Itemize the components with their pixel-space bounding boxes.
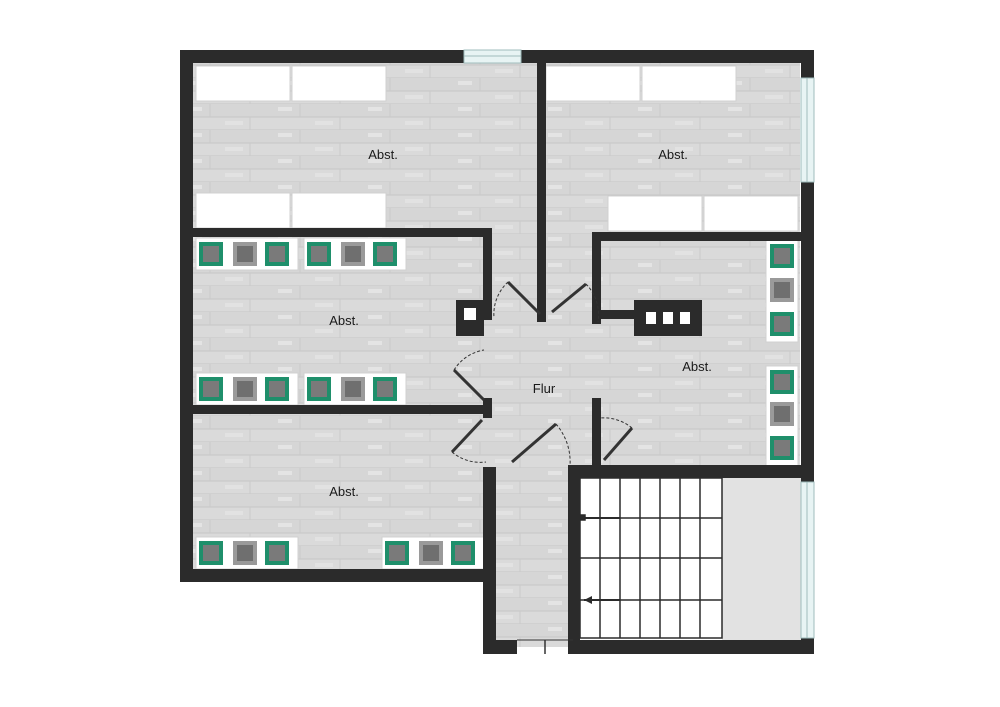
windows: [463, 49, 815, 639]
shelves: [195, 65, 799, 232]
staircase: [579, 477, 723, 639]
room-label-abst-mid-right: Abst.: [682, 359, 712, 374]
walls: [180, 50, 814, 654]
stair-landing: [722, 478, 808, 647]
storage-boxes: [195, 237, 799, 570]
room-label-abst-top-left: Abst.: [368, 147, 398, 162]
room-label-abst-mid-left: Abst.: [329, 313, 359, 328]
room-label-abst-top-right: Abst.: [658, 147, 688, 162]
room-label-flur: Flur: [533, 381, 556, 396]
room-labels: Abst. Abst. Abst. Abst. Abst. Flur: [329, 147, 712, 499]
doors: [450, 280, 634, 654]
room-label-abst-bottom-left: Abst.: [329, 484, 359, 499]
